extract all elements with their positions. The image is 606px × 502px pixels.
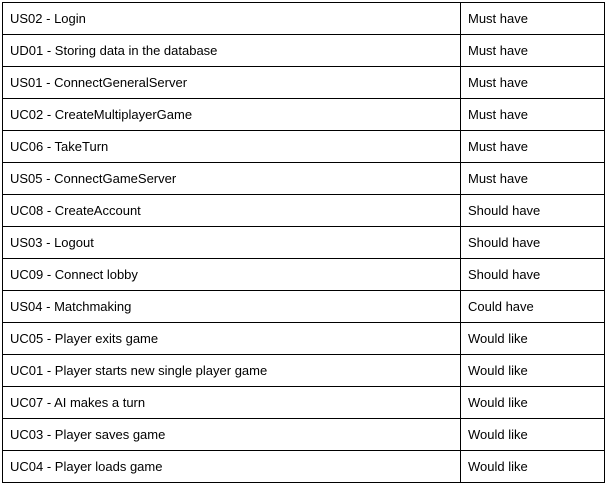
- requirement-name-cell: UC09 - Connect lobby: [2, 258, 461, 291]
- table-row: UC09 - Connect lobby Should have: [2, 258, 605, 291]
- requirement-priority-cell: Must have: [460, 34, 605, 67]
- requirement-name-cell: UC06 - TakeTurn: [2, 130, 461, 163]
- table-row: US01 - ConnectGeneralServer Must have: [2, 66, 605, 99]
- requirement-name-cell: US04 - Matchmaking: [2, 290, 461, 323]
- requirement-priority-cell: Would like: [460, 354, 605, 387]
- requirement-priority-cell: Could have: [460, 290, 605, 323]
- requirement-priority-cell: Would like: [460, 418, 605, 451]
- requirements-table: US02 - Login Must have UD01 - Storing da…: [2, 2, 605, 483]
- requirement-name-cell: UC01 - Player starts new single player g…: [2, 354, 461, 387]
- table-row: UC05 - Player exits game Would like: [2, 322, 605, 355]
- table-row: UC08 - CreateAccount Should have: [2, 194, 605, 227]
- table-row: UC06 - TakeTurn Must have: [2, 130, 605, 163]
- requirement-priority-cell: Should have: [460, 226, 605, 259]
- table-row: UD01 - Storing data in the database Must…: [2, 34, 605, 67]
- requirement-priority-cell: Must have: [460, 130, 605, 163]
- requirement-priority-cell: Must have: [460, 2, 605, 35]
- requirement-priority-cell: Must have: [460, 162, 605, 195]
- requirements-table-body: US02 - Login Must have UD01 - Storing da…: [2, 2, 605, 483]
- requirement-priority-cell: Should have: [460, 258, 605, 291]
- requirement-name-cell: UD01 - Storing data in the database: [2, 34, 461, 67]
- requirement-priority-cell: Would like: [460, 450, 605, 483]
- table-row: US03 - Logout Should have: [2, 226, 605, 259]
- table-row: US05 - ConnectGameServer Must have: [2, 162, 605, 195]
- requirement-priority-cell: Should have: [460, 194, 605, 227]
- requirement-name-cell: US02 - Login: [2, 2, 461, 35]
- table-row: UC02 - CreateMultiplayerGame Must have: [2, 98, 605, 131]
- requirement-priority-cell: Must have: [460, 66, 605, 99]
- table-row: UC01 - Player starts new single player g…: [2, 354, 605, 387]
- requirement-name-cell: UC03 - Player saves game: [2, 418, 461, 451]
- requirement-name-cell: US05 - ConnectGameServer: [2, 162, 461, 195]
- table-row: UC07 - AI makes a turn Would like: [2, 386, 605, 419]
- requirement-name-cell: UC08 - CreateAccount: [2, 194, 461, 227]
- table-row: US04 - Matchmaking Could have: [2, 290, 605, 323]
- requirement-name-cell: UC05 - Player exits game: [2, 322, 461, 355]
- requirement-name-cell: US01 - ConnectGeneralServer: [2, 66, 461, 99]
- requirement-name-cell: US03 - Logout: [2, 226, 461, 259]
- requirement-name-cell: UC02 - CreateMultiplayerGame: [2, 98, 461, 131]
- requirement-priority-cell: Would like: [460, 322, 605, 355]
- requirement-priority-cell: Would like: [460, 386, 605, 419]
- table-row: UC04 - Player loads game Would like: [2, 450, 605, 483]
- requirement-priority-cell: Must have: [460, 98, 605, 131]
- requirement-name-cell: UC07 - AI makes a turn: [2, 386, 461, 419]
- requirement-name-cell: UC04 - Player loads game: [2, 450, 461, 483]
- table-row: US02 - Login Must have: [2, 2, 605, 35]
- table-row: UC03 - Player saves game Would like: [2, 418, 605, 451]
